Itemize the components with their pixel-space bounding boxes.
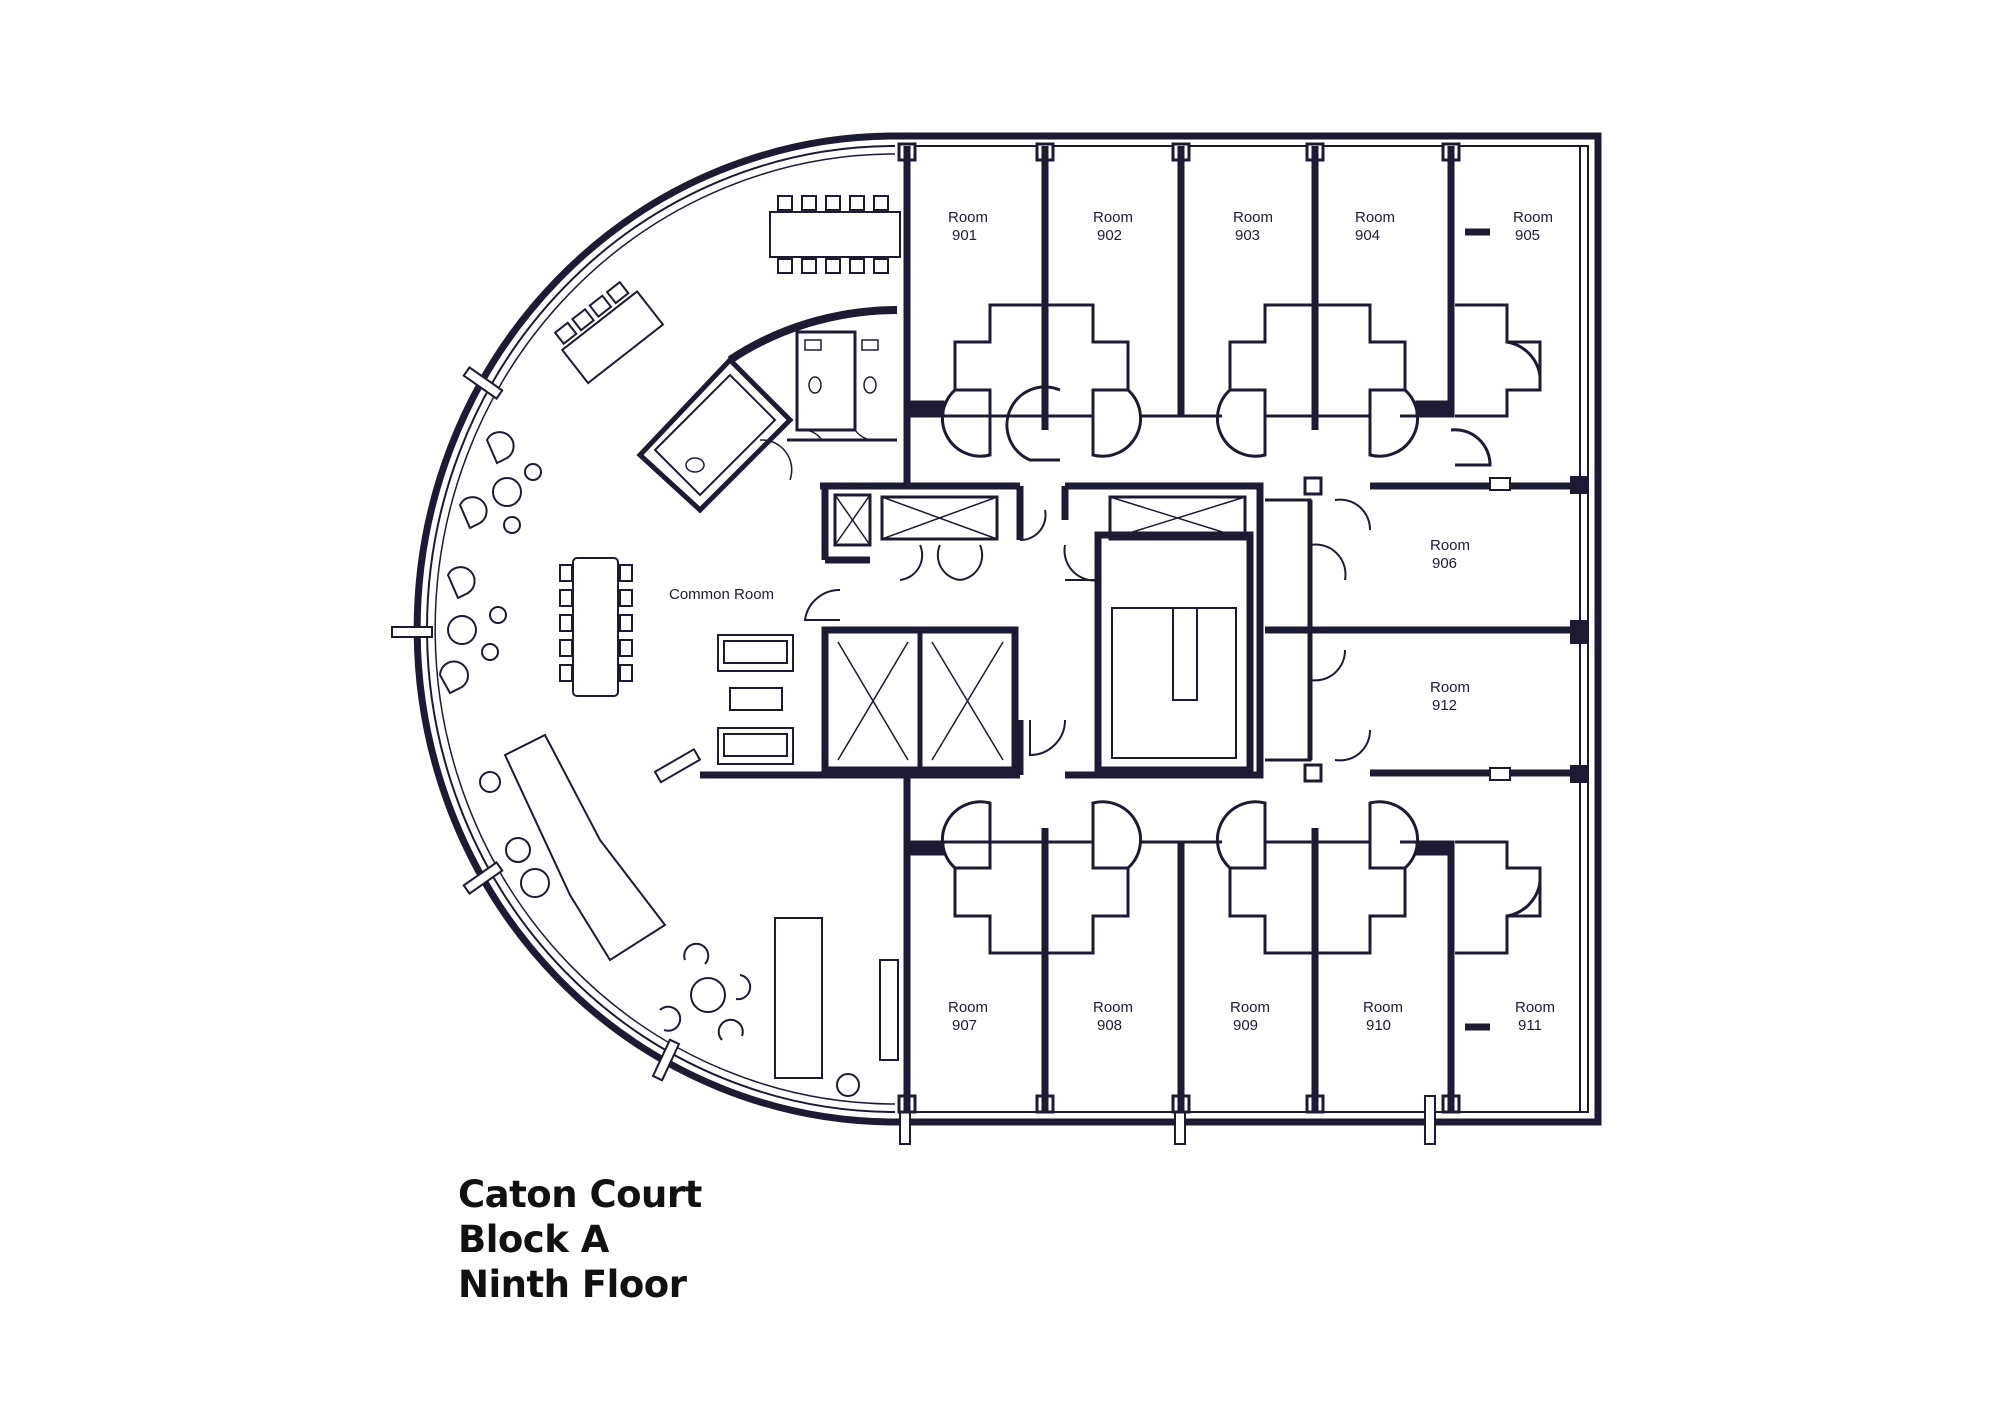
bottom-bathroom-pods — [940, 800, 1542, 955]
room-912-number: 912 — [1432, 697, 1457, 714]
common-room-label: Common Room — [669, 586, 774, 603]
room-904-label: Room — [1355, 209, 1395, 226]
room-904-number: 904 — [1355, 227, 1380, 244]
block-name: Block A — [458, 1218, 609, 1261]
bottom-corridor-wall — [905, 840, 1455, 856]
toilets — [636, 306, 898, 514]
dining-table — [559, 557, 633, 697]
room-911-label: Room — [1515, 999, 1555, 1016]
sofas — [653, 634, 794, 784]
room-labels: Room 901 Room 902 Room 903 Room 904 Room… — [669, 209, 1555, 1034]
room-903-label: Room — [1233, 209, 1273, 226]
meeting-table-top — [769, 195, 901, 274]
room-909-label: Room — [1230, 999, 1270, 1016]
room-901-number: 901 — [952, 227, 977, 244]
facade-fins — [391, 366, 1436, 1145]
room-905-number: 905 — [1515, 227, 1540, 244]
room-902-label: Room — [1093, 209, 1133, 226]
room-910-label: Room — [1363, 999, 1403, 1016]
room-906-number: 906 — [1432, 555, 1457, 572]
bottom-room-walls — [903, 773, 1490, 1112]
top-corridor-wall — [905, 400, 1455, 418]
room-911-number: 911 — [1518, 1017, 1542, 1034]
room-908-label: Room — [1093, 999, 1133, 1016]
room-910-number: 910 — [1366, 1017, 1391, 1034]
room-908-number: 908 — [1097, 1017, 1122, 1034]
room-902-number: 902 — [1097, 227, 1122, 244]
core — [700, 482, 1264, 779]
room-912-label: Room — [1430, 679, 1470, 696]
room-905-label: Room — [1513, 209, 1553, 226]
right-room-walls — [1265, 476, 1588, 783]
kitchen-counter — [503, 733, 899, 1079]
top-bathroom-pods — [940, 303, 1542, 467]
room-909-number: 909 — [1233, 1017, 1258, 1034]
room-901-label: Room — [948, 209, 988, 226]
plan-caption: Caton Court Block A Ninth Floor — [458, 1172, 702, 1307]
floor-name: Ninth Floor — [458, 1263, 687, 1306]
top-room-walls — [903, 146, 1490, 486]
lounge-seating — [438, 431, 860, 1097]
building-name: Caton Court — [458, 1173, 702, 1216]
room-907-number: 907 — [952, 1017, 977, 1034]
bench-table — [553, 280, 665, 385]
room-907-label: Room — [948, 999, 988, 1016]
room-906-label: Room — [1430, 537, 1470, 554]
room-903-number: 903 — [1235, 227, 1260, 244]
